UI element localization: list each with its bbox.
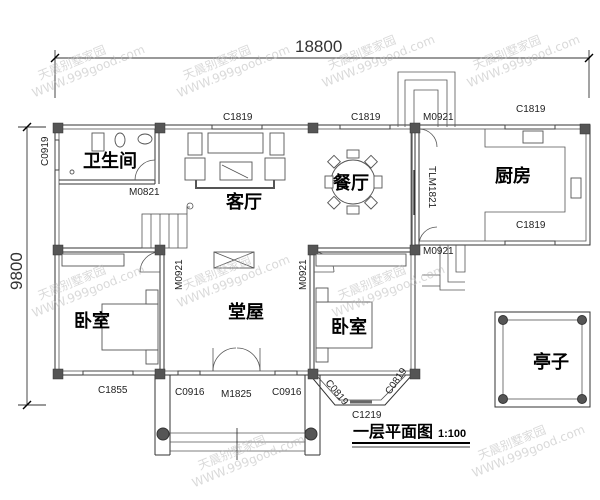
room-labels: 卫生间 客厅 餐厅 厨房 卧室 堂屋 卧室 亭子 <box>74 150 569 373</box>
code-window-bedroom-left: C1855 <box>98 385 128 396</box>
room-label-main-hall: 堂屋 <box>228 301 264 323</box>
code-door-bedroom-left: M0921 <box>174 259 185 290</box>
code-window-bay-left: C0819 <box>323 378 351 408</box>
front-porch <box>154 375 321 460</box>
pavilion <box>494 311 591 408</box>
room-label-kitchen: 厨房 <box>495 165 531 187</box>
code-window-front-left: C0916 <box>175 387 205 398</box>
stairs <box>141 202 194 249</box>
doors <box>134 128 438 372</box>
drawing-title-block: 一层平面图 1:100 <box>352 422 470 448</box>
code-window-kitchen-bottom: C1819 <box>516 220 546 231</box>
room-label-bathroom: 卫生间 <box>83 150 137 172</box>
furniture <box>61 129 582 365</box>
drawing-title: 一层平面图 <box>353 422 433 441</box>
overall-depth-dimension: 9800 <box>7 252 26 290</box>
code-window-top-living: C1819 <box>223 112 253 123</box>
code-door-bedroom-right: M0921 <box>298 259 309 290</box>
code-window-bathroom-side: C0919 <box>40 136 51 166</box>
columns <box>52 122 591 380</box>
drawing-scale: 1:100 <box>438 428 466 440</box>
windows <box>54 124 556 376</box>
code-door-main-entry: M1825 <box>221 389 252 400</box>
code-window-top-kitchen: C1819 <box>516 104 546 115</box>
room-label-dining-room: 餐厅 <box>332 172 369 194</box>
room-label-pavilion: 亭子 <box>533 351 569 373</box>
overall-width-dimension: 18800 <box>295 37 342 56</box>
code-window-bay-front: C1219 <box>352 410 382 421</box>
room-label-bedroom-left: 卧室 <box>74 310 110 332</box>
code-sliding-door-kitchen: TLM1821 <box>426 166 437 209</box>
bay-window <box>309 374 413 406</box>
room-label-living-room: 客厅 <box>226 191 262 213</box>
code-door-top-kitchen: M0921 <box>423 112 454 123</box>
room-label-bedroom-right: 卧室 <box>331 316 367 338</box>
dimension-lines: 18800 9800 <box>7 37 594 410</box>
code-window-top-dining: C1819 <box>351 112 381 123</box>
code-door-kitchen-bottom: M0921 <box>423 246 454 257</box>
code-door-bathroom: M0821 <box>129 187 160 198</box>
code-window-front-right: C0916 <box>272 387 302 398</box>
